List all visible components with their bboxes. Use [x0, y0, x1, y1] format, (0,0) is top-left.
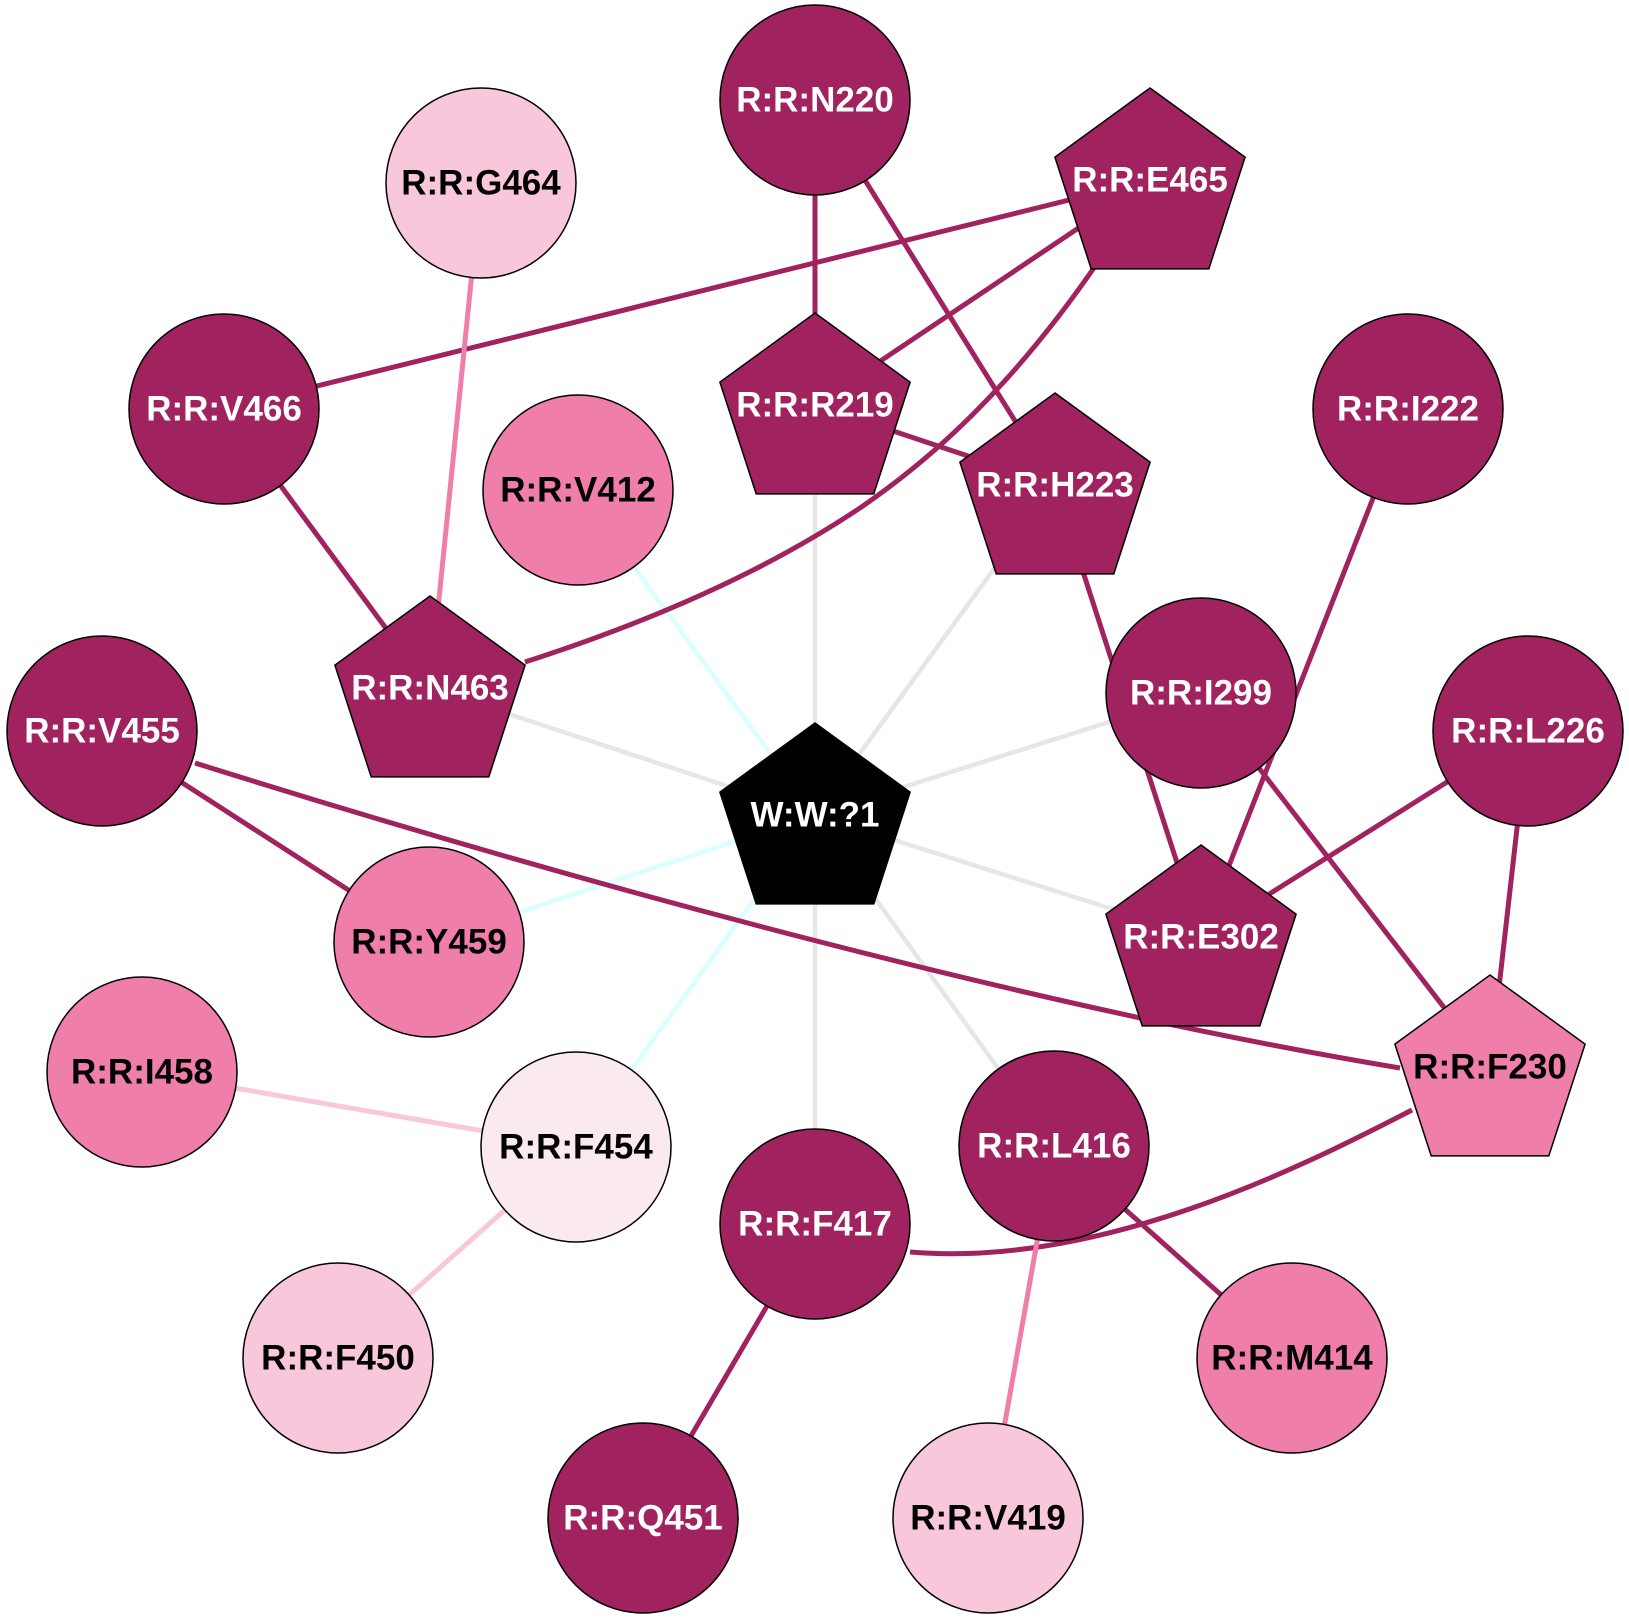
node-label: R:R:Y459 [351, 923, 507, 962]
edge-r-r-e465-to-r-r-v466 [223, 177, 1151, 412]
node-circle [480, 1051, 672, 1243]
node-circle [1312, 313, 1504, 505]
node-circle [1196, 1262, 1388, 1454]
node-label: R:R:L416 [977, 1127, 1131, 1166]
node-r-r-e465: R:R:E465 [1054, 87, 1246, 270]
node-label: R:R:N220 [736, 81, 894, 120]
node-pentagon [1394, 974, 1586, 1157]
node-r-r-f230: R:R:F230 [1394, 974, 1586, 1157]
node-r-r-i458: R:R:I458 [46, 976, 238, 1168]
node-circle [333, 846, 525, 1038]
node-circle [547, 1422, 739, 1614]
node-label: R:R:F230 [1413, 1048, 1567, 1087]
node-label: R:R:M414 [1211, 1339, 1373, 1378]
node-label: R:R:V412 [500, 471, 656, 510]
node-pentagon [719, 312, 911, 495]
node-r-r-f450: R:R:F450 [242, 1262, 434, 1454]
node-circle [958, 1050, 1150, 1242]
node-r-r-e302: R:R:E302 [1105, 844, 1297, 1027]
node-label: R:R:I458 [71, 1053, 213, 1092]
node-circle [6, 635, 198, 827]
node-label: R:R:F417 [738, 1205, 892, 1244]
node-r-r-r219: R:R:R219 [719, 312, 911, 495]
node-circle [46, 976, 238, 1168]
node-pentagon [334, 595, 526, 778]
node-r-r-l416: R:R:L416 [958, 1050, 1150, 1242]
node-pentagon [959, 392, 1151, 575]
edge-r-r-f230-to-r-r-f417 [909, 1107, 1414, 1257]
node-label: R:R:F450 [261, 1339, 415, 1378]
node-r-r-m414: R:R:M414 [1196, 1262, 1388, 1454]
node-label: R:R:F454 [499, 1128, 653, 1167]
node-label: R:R:Q451 [563, 1499, 722, 1538]
node-pentagon [719, 722, 911, 905]
node-label: R:R:G464 [401, 164, 561, 203]
node-w-w-1: W:W:?1 [719, 722, 911, 905]
node-label: R:R:E465 [1072, 161, 1228, 200]
node-label: R:R:H223 [976, 466, 1134, 505]
node-r-r-n220: R:R:N220 [719, 4, 911, 196]
node-r-r-v412: R:R:V412 [482, 394, 674, 586]
node-r-r-l226: R:R:L226 [1432, 635, 1624, 827]
node-r-r-f417: R:R:F417 [719, 1128, 911, 1320]
node-r-r-g464: R:R:G464 [385, 87, 577, 279]
node-r-r-h223: R:R:H223 [959, 392, 1151, 575]
node-circle [128, 313, 320, 505]
node-label: R:R:L226 [1451, 712, 1605, 751]
node-circle [242, 1262, 434, 1454]
node-label: R:R:V419 [910, 1499, 1066, 1538]
node-circle [719, 1128, 911, 1320]
node-r-r-f454: R:R:F454 [480, 1051, 672, 1243]
node-circle [719, 4, 911, 196]
node-r-r-v466: R:R:V466 [128, 313, 320, 505]
node-r-r-i222: R:R:I222 [1312, 313, 1504, 505]
node-r-r-q451: R:R:Q451 [547, 1422, 739, 1614]
node-r-r-n463: R:R:N463 [334, 595, 526, 778]
node-r-r-v419: R:R:V419 [892, 1422, 1084, 1614]
node-r-r-y459: R:R:Y459 [333, 846, 525, 1038]
node-label: R:R:E302 [1123, 918, 1279, 957]
node-label: R:R:N463 [351, 669, 509, 708]
node-circle [1432, 635, 1624, 827]
node-circle [385, 87, 577, 279]
node-pentagon [1105, 844, 1297, 1027]
node-circle [482, 394, 674, 586]
node-circle [892, 1422, 1084, 1614]
edge-r-r-e465-to-r-r-n463 [524, 260, 1101, 665]
node-label: R:R:I222 [1337, 390, 1479, 429]
node-label: R:R:V466 [146, 390, 302, 429]
node-r-r-i299: R:R:I299 [1105, 597, 1297, 789]
edge-r-r-v455-to-r-r-f230 [194, 760, 1401, 1071]
node-pentagon [1054, 87, 1246, 270]
node-label: W:W:?1 [751, 796, 880, 835]
node-label: R:R:R219 [736, 386, 894, 425]
node-label: R:R:V455 [24, 712, 180, 751]
node-circle [1105, 597, 1297, 789]
node-r-r-v455: R:R:V455 [6, 635, 198, 827]
node-label: R:R:I299 [1130, 674, 1272, 713]
